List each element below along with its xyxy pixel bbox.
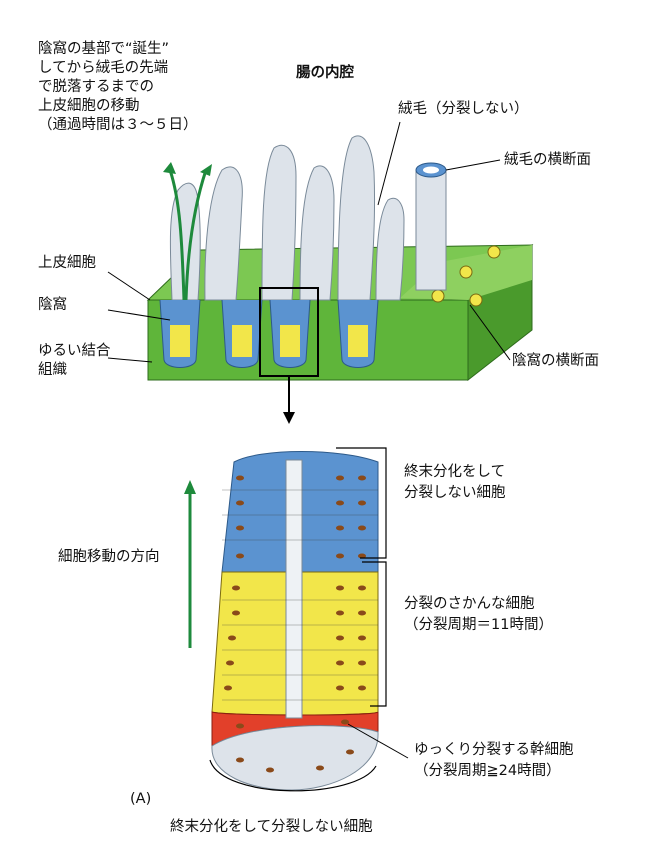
villi bbox=[169, 135, 405, 301]
zoom-arrowhead bbox=[283, 412, 295, 424]
top-left-caption-line4: 上皮細胞の移動 bbox=[38, 98, 140, 114]
lumen-title: 腸の内腔 bbox=[296, 65, 354, 81]
enlarged-crypt bbox=[211, 451, 379, 791]
label-epithelial-cells: 上皮細胞 bbox=[38, 255, 96, 271]
villus-cross-section bbox=[415, 162, 447, 291]
label-loose-tissue-line2: 組織 bbox=[38, 362, 67, 378]
migration-curve-arrow bbox=[168, 169, 186, 301]
label-villus-cross-section: 絨毛の横断面 bbox=[504, 152, 591, 168]
panel-label: (A) bbox=[130, 791, 152, 807]
bracket-terminal-top bbox=[336, 447, 387, 559]
label-terminal-top-line1: 終末分化をして bbox=[404, 464, 506, 480]
label-crypt: 陰窩 bbox=[38, 297, 67, 313]
crypt-lumen bbox=[285, 459, 303, 719]
migration-curve-arrowhead bbox=[163, 162, 176, 174]
label-proliferating-line2: （分裂周期＝11時間） bbox=[404, 617, 553, 633]
label-stem-cells-line1: ゆっくり分裂する幹細胞 bbox=[414, 742, 574, 758]
label-loose-tissue-line1: ゆるい結合 bbox=[38, 343, 111, 359]
label-proliferating-line1: 分裂のさかんな細胞 bbox=[404, 596, 535, 612]
crypts bbox=[159, 299, 379, 368]
top-left-caption-line1: 陰窩の基部で“誕生” bbox=[38, 41, 170, 57]
crypt-cross-sections bbox=[431, 245, 501, 307]
label-terminal-bottom: 終末分化をして分裂しない細胞 bbox=[170, 819, 373, 835]
bracket-proliferating bbox=[362, 561, 387, 707]
top-left-caption-line3: で脱落するまでの bbox=[38, 79, 154, 95]
migration-curve-arrow-2 bbox=[184, 169, 208, 301]
stem-leader-line bbox=[347, 723, 409, 759]
label-terminal-top-line2: 分裂しない細胞 bbox=[404, 485, 506, 501]
label-stem-cells-line2: （分裂周期≧24時間） bbox=[414, 763, 561, 779]
migration-curve-arrowhead-2 bbox=[200, 164, 212, 176]
label-villus-no-division: 絨毛（分裂しない） bbox=[398, 101, 529, 117]
label-crypt-cross-section: 陰窩の横断面 bbox=[512, 353, 599, 369]
migration-direction-arrowhead bbox=[184, 480, 196, 494]
label-migration-direction: 細胞移動の方向 bbox=[58, 549, 160, 565]
top-left-caption-line5: （通過時間は３～５日） bbox=[38, 117, 198, 133]
bottom-arc bbox=[209, 759, 377, 792]
top-left-caption-line2: してから絨毛の先端 bbox=[38, 60, 169, 76]
crypt-grey-base bbox=[211, 725, 379, 791]
upper-leader-lines bbox=[107, 121, 511, 363]
